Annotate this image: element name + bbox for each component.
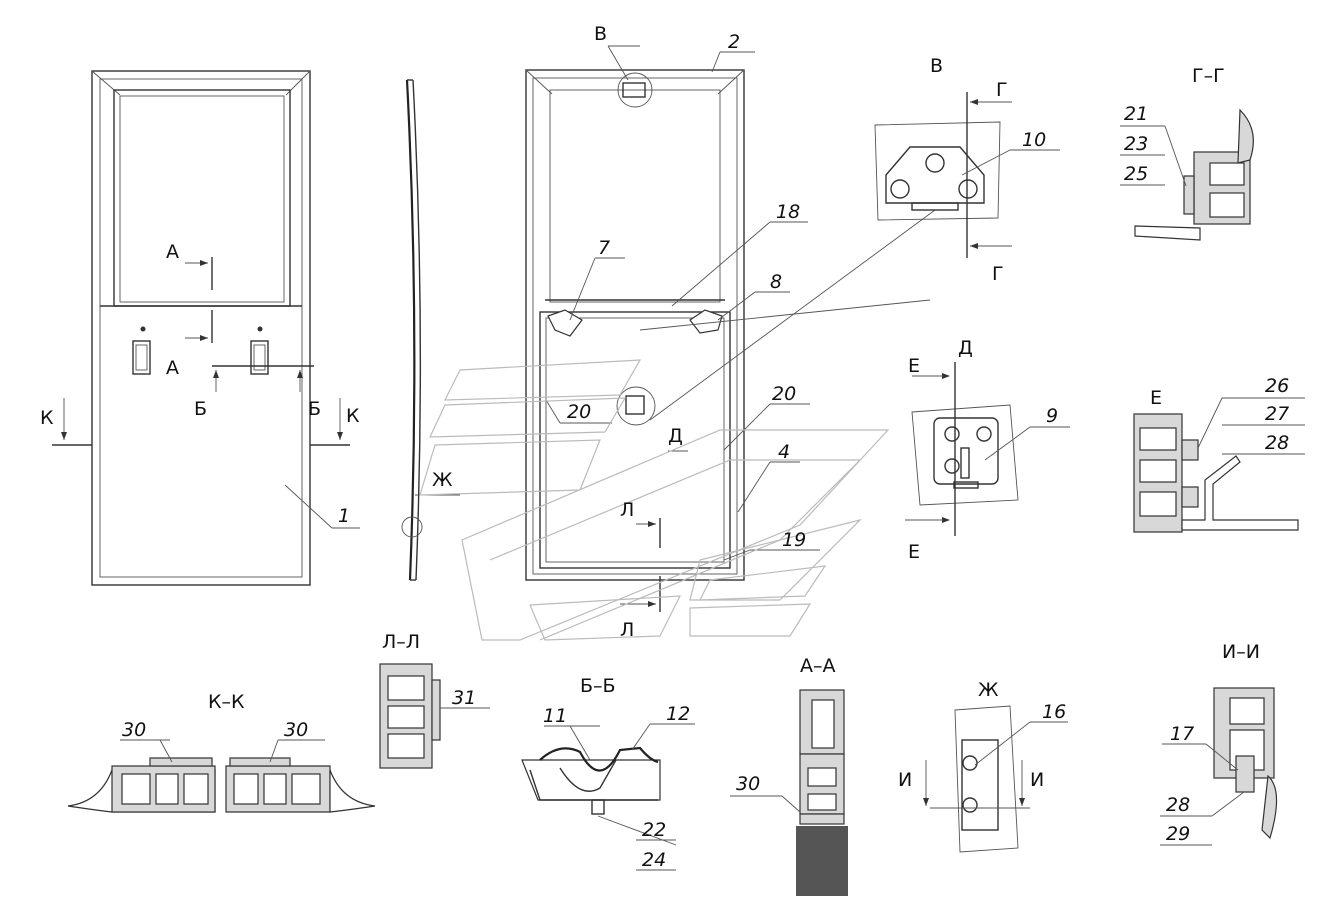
label-10: 10 [1022,129,1046,151]
title-bb: Б–Б [580,675,616,697]
label-28b: 28 [1166,794,1190,816]
part-labels: 1 2 4 7 8 9 10 11 12 16 17 18 19 20 20 2… [122,31,1289,871]
mark-zh: Ж [432,469,453,491]
title-ll: Л–Л [382,631,420,653]
mark-e-bot: Е [908,541,920,563]
section-marks: А А Б Б К К В В Г Г Д Д Е Е Е Ж Ж Л Л И … [40,23,1162,791]
label-31: 31 [452,687,476,709]
label-7: 7 [598,237,610,259]
mark-v-view: В [930,55,943,77]
mark-b-right: Б [308,398,321,420]
section-titles: Г–Г К–К Л–Л Б–Б А–А И–И [208,65,1260,713]
label-9: 9 [1046,405,1058,427]
mark-e-view: Е [1150,387,1162,409]
mark-zh-view: Ж [978,679,999,701]
label-27: 27 [1265,403,1289,425]
label-20a: 20 [567,401,591,423]
label-20b: 20 [772,383,796,405]
label-25: 25 [1124,163,1148,185]
label-1: 1 [338,505,350,527]
label-22: 22 [642,819,666,841]
door-side-view [401,79,460,581]
label-30c: 30 [736,773,760,795]
mark-d-top: Д [958,337,973,359]
mark-a-top: А [166,241,179,263]
label-24: 24 [642,849,666,871]
label-16: 16 [1042,701,1066,723]
label-19: 19 [782,529,806,551]
detail-view-d [905,362,1070,536]
label-2: 2 [728,31,740,53]
mark-l-top: Л [620,499,634,521]
mark-e-top: Е [908,355,920,377]
mark-b-left: Б [194,398,207,420]
label-26: 26 [1265,375,1289,397]
door-rear-view [419,45,936,641]
title-ii: И–И [1222,641,1260,663]
title-aa: А–А [800,655,836,677]
detail-view-v [874,92,1060,258]
mark-k-left: К [40,407,54,429]
label-18: 18 [776,201,800,223]
detail-view-zh [923,705,1068,853]
label-11: 11 [543,705,567,727]
section-bb [521,723,695,871]
label-21: 21 [1124,103,1148,125]
title-kk: К–К [208,691,245,713]
mark-v-top: В [594,23,607,45]
mark-k-right: К [346,405,360,427]
label-30a: 30 [122,719,146,741]
section-gg [1120,108,1254,241]
label-4: 4 [778,441,790,463]
mark-g-bot: Г [992,263,1004,285]
label-23: 23 [1124,133,1148,155]
label-12: 12 [666,703,690,725]
door-front-view [52,70,360,586]
mark-d-small: Д [668,425,683,447]
title-gg: Г–Г [1192,65,1225,87]
label-30b: 30 [284,719,308,741]
section-aa [730,689,848,896]
section-ii [1160,687,1278,846]
section-ll [379,663,490,769]
label-29: 29 [1166,823,1190,845]
mark-i-left: И [898,769,912,791]
section-kk [67,739,376,813]
mark-i-right: И [1030,769,1044,791]
label-17: 17 [1170,723,1194,745]
mark-g-top: Г [996,79,1008,101]
label-8: 8 [770,271,782,293]
detail-view-e [1133,397,1305,533]
mark-l-bot: Л [620,619,634,641]
mark-a-bot: А [166,357,179,379]
label-28a: 28 [1265,432,1289,454]
